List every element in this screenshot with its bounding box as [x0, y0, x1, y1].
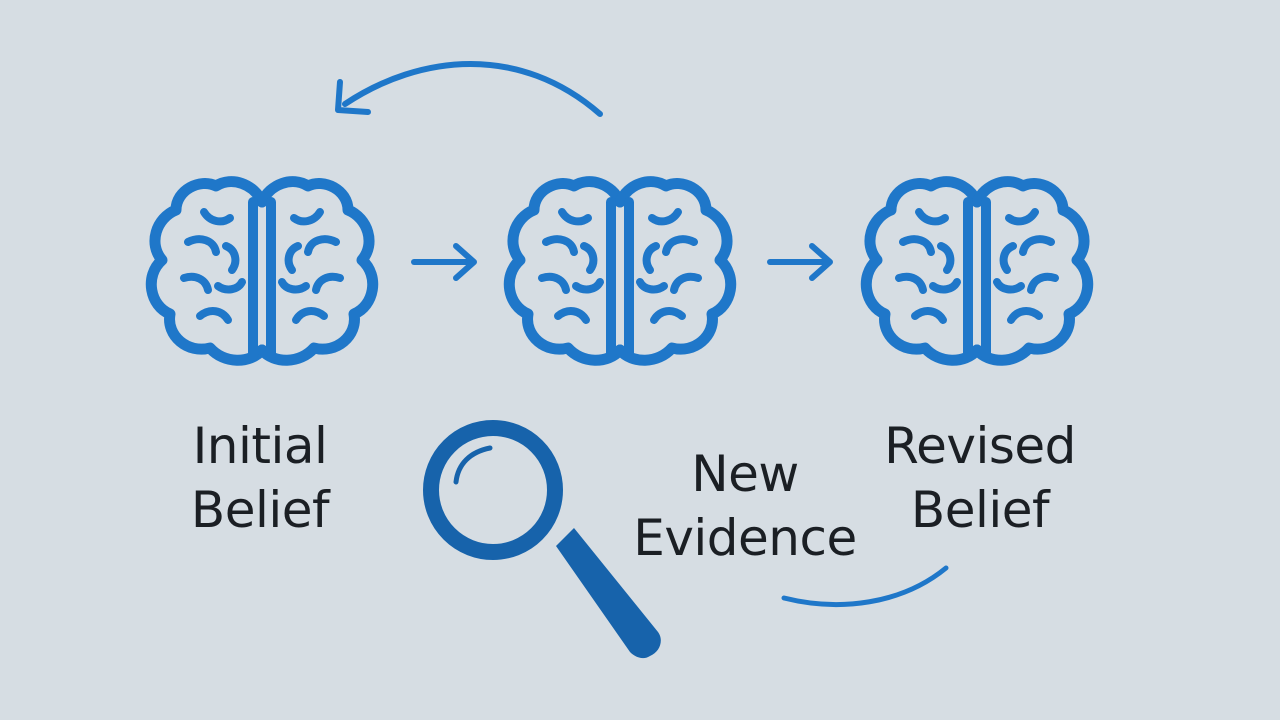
revised-belief-line1: Revised [884, 417, 1076, 475]
brain-icon [866, 182, 1087, 361]
curved-arrow-icon [335, 61, 603, 117]
initial-belief-label: Initial Belief [160, 414, 360, 542]
brain-icon [509, 182, 730, 361]
initial-belief-line1: Initial [192, 417, 328, 475]
revised-belief-label: Revised Belief [860, 414, 1100, 542]
brain-icon [151, 182, 372, 361]
arrow-right-icon [414, 246, 474, 278]
curved-arrow-icon [781, 565, 949, 607]
initial-belief-line2: Belief [190, 481, 330, 539]
new-evidence-line2: Evidence [633, 509, 857, 567]
new-evidence-line1: New [691, 445, 799, 503]
arrow-right-icon [770, 246, 830, 278]
new-evidence-label: New Evidence [610, 442, 880, 570]
magnifying-glass-icon [423, 420, 661, 659]
revised-belief-line2: Belief [910, 481, 1050, 539]
